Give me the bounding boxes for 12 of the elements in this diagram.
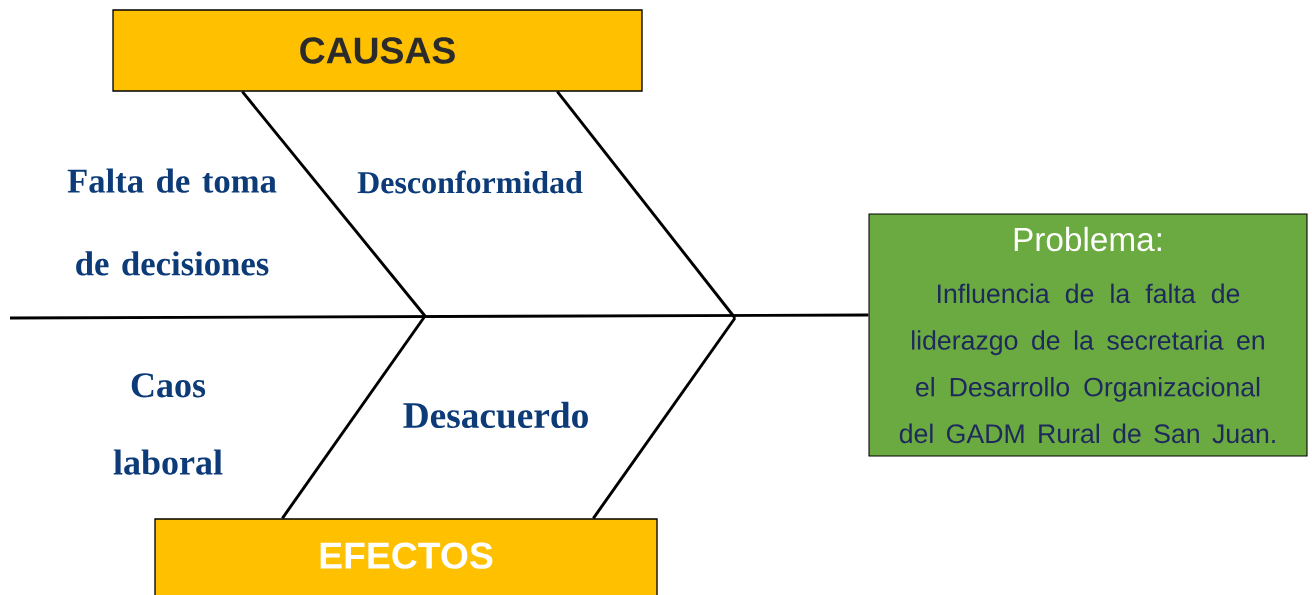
spine-line (10, 313, 869, 320)
cause-label: Desacuerdo (403, 401, 588, 429)
problem-box: Problema: Influencia de la falta de liderazgo de la secretaria en el Desarrollo Organizacional del GADM Rural de San Juan. (868, 213, 1308, 457)
cause-label: Caos laboral (113, 373, 223, 475)
heading-box: EFECTOS (154, 518, 658, 595)
cause-label: Desconformidad (357, 170, 583, 194)
bone-line (281, 315, 427, 520)
bone-line (241, 90, 427, 317)
cause-label: Falta de toma de decisiones (67, 168, 277, 276)
bone-line (592, 317, 737, 520)
heading-box: CAUSAS (112, 9, 643, 92)
bone-line (556, 90, 737, 319)
